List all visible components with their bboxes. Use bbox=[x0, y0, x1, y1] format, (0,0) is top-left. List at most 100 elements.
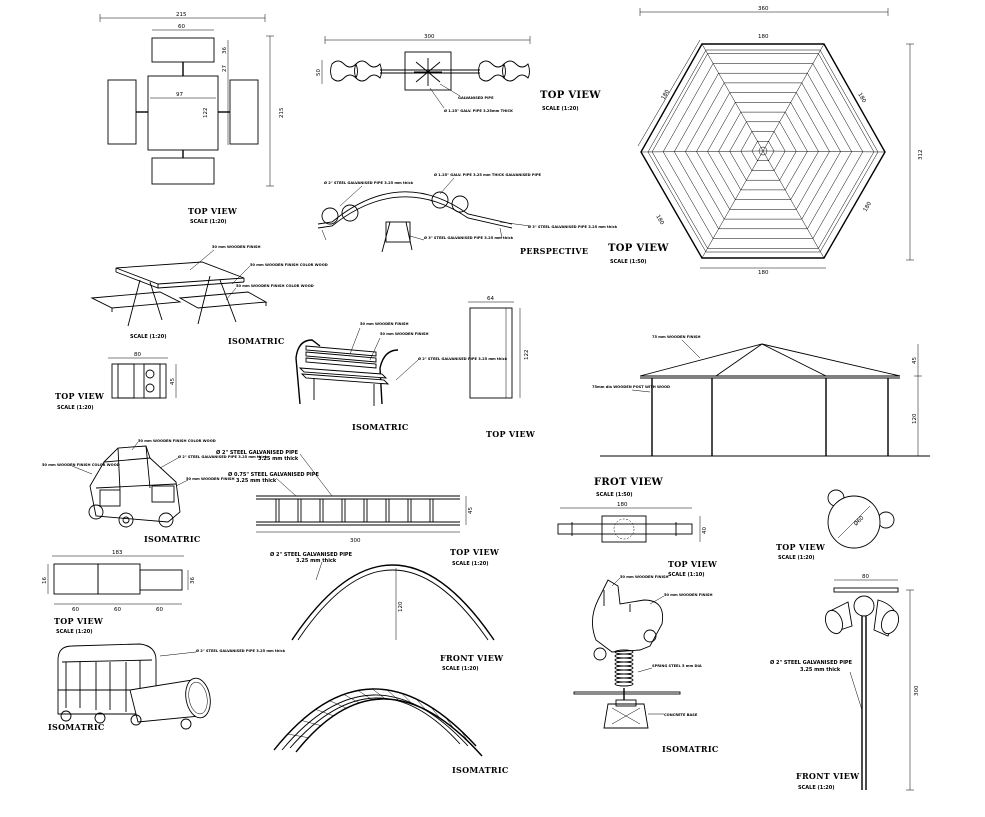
gazebo-front-view: 75 mm WOODEN FINISH 75mm dia WOODEN POST… bbox=[592, 335, 930, 498]
dim-table-seg-b: 27 bbox=[222, 65, 228, 72]
arch-isometric-title: ISOMATRIC bbox=[452, 765, 509, 775]
note-pole-n1: Ø 2" STEEL GALVANISED PIPE bbox=[770, 659, 853, 666]
arch-rung bbox=[401, 693, 413, 705]
spring-loop bbox=[614, 677, 634, 683]
dim-gazebo-side-nw: 180 bbox=[661, 88, 672, 101]
arch-front-view: 120 Ø 2" STEEL GALVANISED PIPE 3.25 mm t… bbox=[270, 547, 504, 672]
roof-ring-segment bbox=[812, 151, 864, 239]
train-top-view: 183 60 60 60 16 36 TOP VIEW SCALE (1:20) bbox=[42, 550, 196, 635]
pole-front-view-scale: SCALE (1:20) bbox=[798, 785, 835, 791]
dim-arch-h: 120 bbox=[398, 601, 404, 612]
table-isometric: 50 mm WOODEN FINISH 50 mm WOODEN FINISH … bbox=[90, 245, 328, 346]
dim-table-seg-a: 36 bbox=[222, 47, 228, 54]
note-spring-n3: SPRING STEEL 5 mm DIA bbox=[652, 664, 702, 668]
note-car-n1: 50 mm WOODEN FINISH COLOR WOOD bbox=[138, 439, 216, 443]
round-top-view: Ø60 TOP VIEW SCALE (1:20) bbox=[776, 489, 895, 561]
roof-ridge bbox=[701, 150, 764, 259]
roof-ring-segment bbox=[662, 151, 714, 239]
dim-gazebo-post-h: 120 bbox=[912, 413, 918, 424]
roof-ring-segment bbox=[779, 121, 797, 152]
spring-top-view-scale: SCALE (1:10) bbox=[668, 572, 705, 578]
roof-ring-segment bbox=[651, 151, 708, 249]
roof-ring-segment bbox=[651, 53, 708, 153]
note-car-n4: 50 mm WOODEN FINISH bbox=[186, 477, 235, 481]
dim-table-seg-c: 122 bbox=[203, 108, 209, 119]
note-bench-n3: Ø 2" STEEL GALVANISED PIPE 3.25 mm thick bbox=[418, 356, 508, 361]
roof-ring-segment bbox=[818, 53, 875, 153]
note-table-n1: 50 mm WOODEN FINISH bbox=[212, 245, 261, 249]
arch-top-scale: SCALE (1:20) bbox=[452, 561, 489, 567]
arch-rung bbox=[445, 717, 454, 729]
roof-ring-segment bbox=[718, 111, 742, 152]
dim-gazebo-side-se: 180 bbox=[863, 200, 874, 213]
table-top-view-title: TOP VIEW bbox=[188, 206, 238, 216]
note-spring-n2: 50 mm WOODEN FINISH bbox=[664, 593, 713, 597]
dim-table-inner-w: 97 bbox=[176, 92, 183, 98]
dim-bench-w: 64 bbox=[487, 296, 494, 302]
spring-isometric: 50 mm WOODEN FINISH 50 mm WOODEN FINISH … bbox=[573, 575, 718, 754]
small-top-view-title: TOP VIEW bbox=[55, 391, 105, 401]
gazebo-front-view-scale: SCALE (1:50) bbox=[596, 492, 633, 498]
dim-ladder-h: 45 bbox=[468, 507, 474, 514]
note-arch-n1b: 3.25 mm thick bbox=[296, 558, 337, 564]
dim-gazebo-side-bottom: 180 bbox=[758, 270, 769, 276]
note-bench-n2: 50 mm WOODEN FINISH bbox=[380, 332, 429, 336]
dim-spring-w: 180 bbox=[617, 502, 628, 508]
arch-rung bbox=[386, 689, 400, 701]
dim-small-h: 45 bbox=[170, 378, 176, 385]
spring-loop bbox=[614, 665, 634, 671]
note-seesaw-p4: Ø 3" STEEL GALVANISED PIPE 3.25 mm thick bbox=[528, 224, 618, 229]
arch-rung bbox=[357, 690, 373, 701]
bench-top-view: 64 122 TOP VIEW bbox=[468, 296, 536, 439]
note-train-n1: Ø 2" STEEL GALVANISED PIPE 3.25 mm thick bbox=[196, 648, 286, 653]
roof-ring-segment bbox=[662, 63, 714, 152]
roof-ring-segment bbox=[796, 151, 830, 210]
roof-ring-segment bbox=[807, 73, 852, 152]
roof-ridge bbox=[762, 150, 886, 153]
seesaw-top-view-title: TOP VIEW bbox=[540, 90, 601, 101]
dim-gazebo-side-sw: 180 bbox=[654, 214, 665, 227]
roof-ring-segment bbox=[801, 82, 841, 152]
arch-rung bbox=[343, 694, 360, 704]
roof-ring-segment bbox=[674, 151, 719, 229]
pole-front-view: 80 Ø 2" STEEL GALVANISED PIPE 3.25 mm th… bbox=[770, 574, 920, 791]
seesaw-top-view-scale: SCALE (1:20) bbox=[542, 106, 579, 112]
roof-ring-segment bbox=[696, 151, 730, 210]
note-ladder-n2: Ø 0.75" STEEL GALVANISED PIPE bbox=[228, 471, 319, 478]
roof-ring-segment bbox=[812, 63, 864, 152]
dim-train-seg3: 60 bbox=[156, 607, 163, 613]
roof-ring-segment bbox=[796, 92, 830, 152]
roof-ring-segment bbox=[807, 151, 852, 229]
round-top-view-title: TOP VIEW bbox=[776, 542, 826, 552]
ladder: Ø 2" STEEL GALVANISED PIPE 3.25 mm thick… bbox=[216, 449, 474, 544]
dim-gazebo-overall-w: 360 bbox=[758, 6, 769, 12]
roof-ring-segment bbox=[707, 102, 736, 152]
note-ladder-n1b: 3.25 mm thick bbox=[258, 456, 299, 462]
roof-ring-segment bbox=[685, 151, 725, 220]
bench-top-view-title: TOP VIEW bbox=[486, 429, 536, 439]
roof-ring-segment bbox=[751, 150, 758, 161]
seesaw-top-view: 300 50 GALVANISED PIPE Ø 1.25" GALV. PIP… bbox=[316, 34, 601, 113]
dim-train-seg1: 60 bbox=[72, 607, 79, 613]
note-spring-n1: 50 mm WOODEN FINISH bbox=[620, 575, 669, 579]
dim-table-overall-w: 215 bbox=[176, 12, 187, 18]
note-table-n2: 50 mm WOODEN FINISH COLOR WOOD bbox=[250, 263, 328, 267]
gazebo-top-view-title: TOP VIEW bbox=[608, 243, 669, 254]
dim-pole-h: 300 bbox=[914, 685, 920, 696]
dim-train-seg2: 60 bbox=[114, 607, 121, 613]
dim-bench-h: 122 bbox=[524, 350, 530, 361]
spring-loop bbox=[614, 673, 634, 679]
roof-ring-segment bbox=[784, 111, 808, 152]
roof-ridge bbox=[762, 150, 825, 259]
roof-ring-segment bbox=[729, 121, 747, 152]
round-top-view-scale: SCALE (1:20) bbox=[778, 555, 815, 561]
table-isometric-scale: SCALE (1:20) bbox=[130, 334, 167, 340]
dim-gazebo-side-top: 180 bbox=[758, 34, 769, 40]
spring-loop bbox=[614, 669, 634, 675]
dim-seesaw-len: 300 bbox=[424, 34, 435, 40]
spring-top-view-title: TOP VIEW bbox=[668, 559, 718, 569]
table-isometric-title: ISOMATRIC bbox=[228, 336, 285, 346]
note-seesaw-p3: Ø 3" STEEL GALVANISED PIPE 3.25 mm thick bbox=[424, 235, 514, 240]
roof-ring-segment bbox=[768, 141, 775, 152]
small-top-view: 80 45 TOP VIEW SCALE (1:20) bbox=[55, 352, 177, 411]
